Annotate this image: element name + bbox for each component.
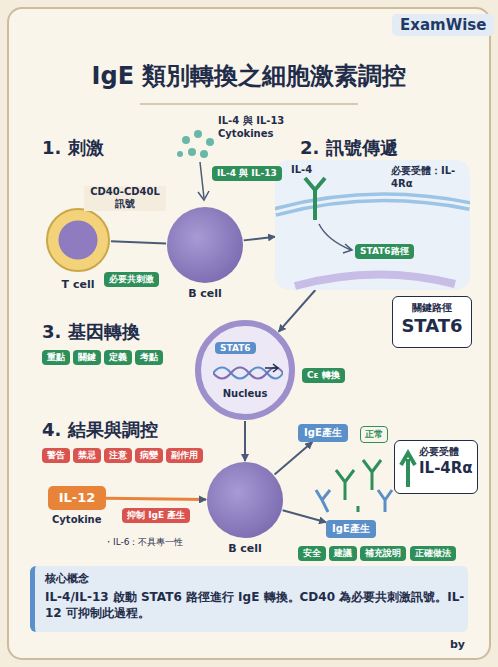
signature: by — [450, 638, 465, 651]
title-rule — [140, 103, 358, 105]
node-text: STAT6 — [393, 315, 471, 336]
node-text: STAT6路徑 — [355, 244, 414, 259]
node-text: IL-4 — [291, 164, 312, 175]
tag: 補充說明 — [360, 546, 406, 561]
tag: 重點 — [42, 350, 70, 365]
ige-tag: IgE產生 — [326, 520, 376, 538]
core-concept: 核心概念 IL-4/IL-13 啟動 STAT6 路徑進行 IgE 轉換。CD40… — [30, 566, 468, 632]
cytokine-arrowhead — [198, 191, 209, 200]
section-heading: 1. 刺激 — [42, 136, 104, 160]
tag: 禁忌 — [73, 448, 101, 463]
nucleus: STAT6Nucleus — [195, 320, 295, 420]
tag: Cε 轉換 — [302, 368, 345, 383]
connector — [279, 290, 316, 332]
up-arrow — [399, 449, 417, 489]
tag: 警告 — [42, 448, 70, 463]
edge-label: CD40-CD40L 訊號 — [84, 186, 166, 211]
connector — [283, 510, 326, 522]
antibodies-blue — [316, 490, 392, 512]
tag: 定義 — [104, 350, 132, 365]
node-text: 必要受體 — [419, 445, 473, 459]
b-cell: B cell — [167, 207, 243, 283]
tag: 副作用 — [166, 448, 203, 463]
node-text: IL-4/IL-13 啟動 STAT6 路徑進行 IgE 轉換。CD40 為必要… — [45, 589, 468, 621]
connector — [275, 442, 313, 475]
title: IgE 類別轉換之細胞激素調控 — [0, 60, 498, 92]
node-text: STAT6 — [215, 342, 256, 354]
cytokine-note: Cytokine — [52, 514, 102, 525]
tag: 正常 — [360, 426, 388, 443]
tag: 正確做法 — [410, 546, 456, 561]
signal-panel: IL-4 必要受體：IL-4RαSTAT6路徑 — [275, 160, 470, 290]
node-text: Nucleus — [201, 388, 289, 399]
card-frame — [8, 8, 490, 659]
node-text: B cell — [207, 542, 283, 555]
node-text: IL-4Rα — [419, 459, 473, 477]
section-heading: 4. 結果與調控 — [42, 418, 158, 442]
ige-tag: IgE產生 — [298, 424, 348, 442]
cytokine-label: IL-4 與 IL-13 Cytokines — [218, 114, 304, 139]
node-text: 關鍵路徑 — [393, 301, 471, 315]
tag: 安全 — [298, 546, 326, 561]
t-cell: T cell — [46, 208, 110, 272]
node-text: 必要受體：IL-4Rα — [391, 164, 465, 189]
antibodies — [336, 460, 381, 512]
connector — [244, 421, 246, 461]
receptor-box: 必要受體IL-4Rα — [394, 440, 478, 494]
tag: 考點 — [135, 350, 163, 365]
node-text: B cell — [167, 287, 243, 300]
connector — [244, 237, 275, 241]
section-heading: 3. 基因轉換 — [42, 320, 140, 344]
tag: 關鍵 — [73, 350, 101, 365]
edge-label: 抑制 IgE 產生 — [122, 508, 190, 523]
tag: 建議 — [329, 546, 357, 561]
tag: 必要共刺激 — [104, 272, 159, 287]
brand: ExamWise — [392, 14, 494, 36]
connector — [111, 241, 166, 243]
il12-box: IL-12 — [48, 486, 106, 510]
cytokine-arrow — [200, 162, 204, 198]
cytokine-dots — [177, 130, 214, 158]
connector — [106, 498, 206, 499]
section-heading: 2. 訊號傳遞 — [300, 136, 398, 160]
note: ・IL-6：不具專一性 — [104, 536, 183, 549]
tag: 病變 — [135, 448, 163, 463]
membrane — [275, 160, 470, 290]
dna — [213, 362, 283, 384]
tag: 注意 — [104, 448, 132, 463]
node-text: IgE產生 — [332, 522, 370, 536]
node-text: 核心概念 — [45, 571, 458, 586]
key-path-box: 關鍵路徑STAT6 — [392, 296, 472, 348]
tag: IL-4 與 IL-13 — [212, 166, 282, 181]
node-text: IL-12 — [48, 486, 106, 510]
b-cell: B cell — [207, 462, 283, 538]
node-text: IgE產生 — [304, 426, 342, 440]
